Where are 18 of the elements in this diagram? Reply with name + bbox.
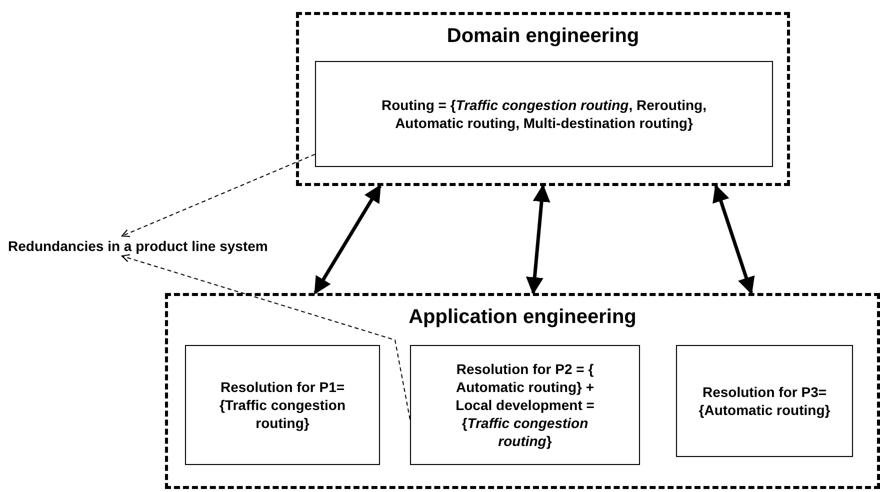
process-box bbox=[315, 61, 773, 167]
process-box bbox=[185, 345, 380, 465]
double-arrow bbox=[314, 184, 382, 294]
process-box bbox=[410, 345, 640, 465]
group-title: Application engineering bbox=[408, 306, 638, 329]
dashed-group-frame bbox=[165, 293, 880, 489]
box-text: Resolution for P1= {Traffic congestion routing} bbox=[218, 378, 347, 432]
dashed-group-frame bbox=[296, 12, 790, 186]
dashed-arrow bbox=[121, 254, 410, 420]
box-text: Routing = {Traffic congestion routing, Rerouting, Automatic routing, Multi-destination routing} bbox=[380, 96, 708, 132]
double-arrow bbox=[712, 184, 755, 295]
group-title: Domain engineering bbox=[446, 25, 640, 48]
process-box bbox=[676, 345, 853, 457]
dashed-arrow bbox=[121, 154, 316, 238]
annotation-text: Redundancies in a product line system bbox=[8, 238, 268, 254]
box-text: Resolution for P2 = { Automatic routing} + Local development = {Traffic congestion routing} bbox=[454, 360, 596, 450]
box-text: Resolution for P3= {Automatic routing} bbox=[698, 383, 832, 419]
double-arrow bbox=[526, 184, 550, 295]
